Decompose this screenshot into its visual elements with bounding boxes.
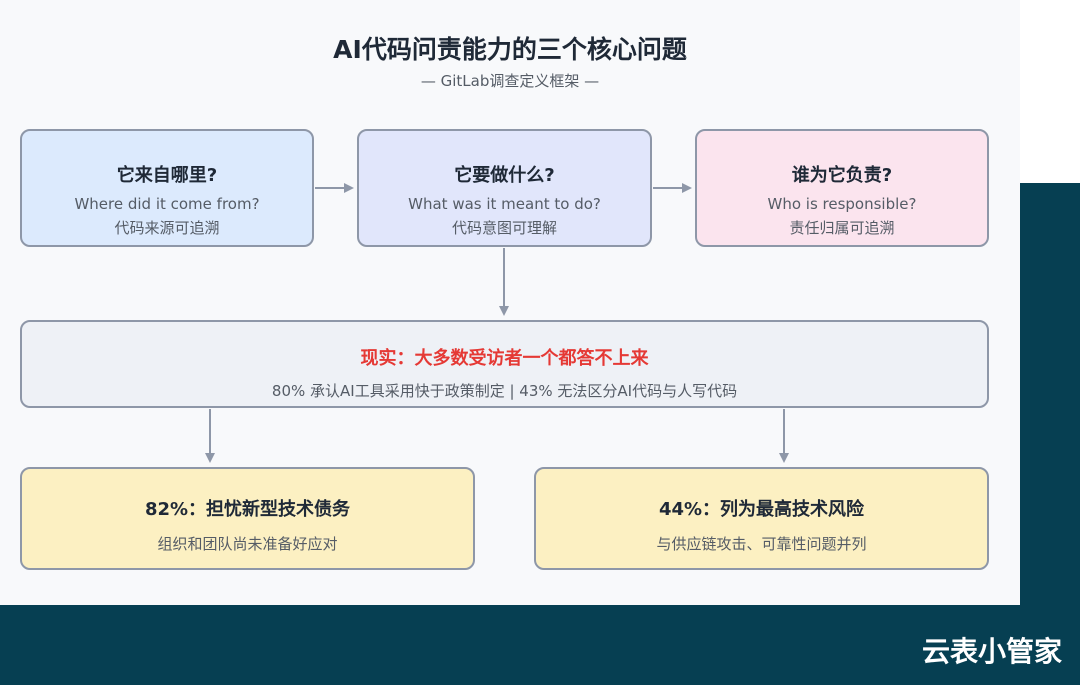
- question-title: 它来自哪里?: [116, 165, 218, 186]
- diagram-card: AI代码问责能力的三个核心问题 — GitLab调查定义框架 — 它来自哪里? …: [20, 35, 989, 570]
- question-title: 它要做什么?: [454, 165, 555, 186]
- diagram-subtitle: — GitLab调查定义框架 —: [420, 72, 600, 90]
- question-chinese: 代码来源可追溯: [114, 219, 220, 237]
- stat-box-tech-debt: 82%：担忧新型技术债务 组织和团队尚未准备好应对: [20, 467, 475, 570]
- watermark-text: 云表小管家: [921, 635, 1062, 668]
- question-chinese: 代码意图可理解: [451, 219, 557, 237]
- stat-detail: 组织和团队尚未准备好应对: [157, 535, 338, 553]
- connector-arrows: [205, 183, 789, 463]
- stat-title: 44%：列为最高技术风险: [658, 499, 865, 520]
- question-chinese: 责任归属可追溯: [789, 219, 895, 237]
- diagram-title: AI代码问责能力的三个核心问题: [333, 35, 687, 64]
- question-english: Who is responsible?: [767, 195, 917, 213]
- stat-box-top-risk: 44%：列为最高技术风险 与供应链攻击、可靠性问题并列: [534, 467, 989, 570]
- stat-title: 82%：担忧新型技术债务: [144, 499, 351, 520]
- question-box-responsibility: 谁为它负责? Who is responsible? 责任归属可追溯: [695, 129, 989, 247]
- reality-detail: 80% 承认AI工具采用快于政策制定 | 43% 无法区分AI代码与人写代码: [271, 382, 738, 400]
- question-english: What was it meant to do?: [408, 195, 601, 213]
- question-box-origin: 它来自哪里? Where did it come from? 代码来源可追溯: [20, 129, 314, 247]
- stat-detail: 与供应链攻击、可靠性问题并列: [656, 535, 867, 553]
- reality-title: 现实：大多数受访者一个都答不上来: [360, 348, 649, 369]
- question-title: 谁为它负责?: [791, 165, 893, 186]
- question-english: Where did it come from?: [74, 195, 260, 213]
- question-box-intent: 它要做什么? What was it meant to do? 代码意图可理解: [357, 129, 652, 247]
- reality-box: 现实：大多数受访者一个都答不上来 80% 承认AI工具采用快于政策制定 | 43…: [20, 320, 989, 408]
